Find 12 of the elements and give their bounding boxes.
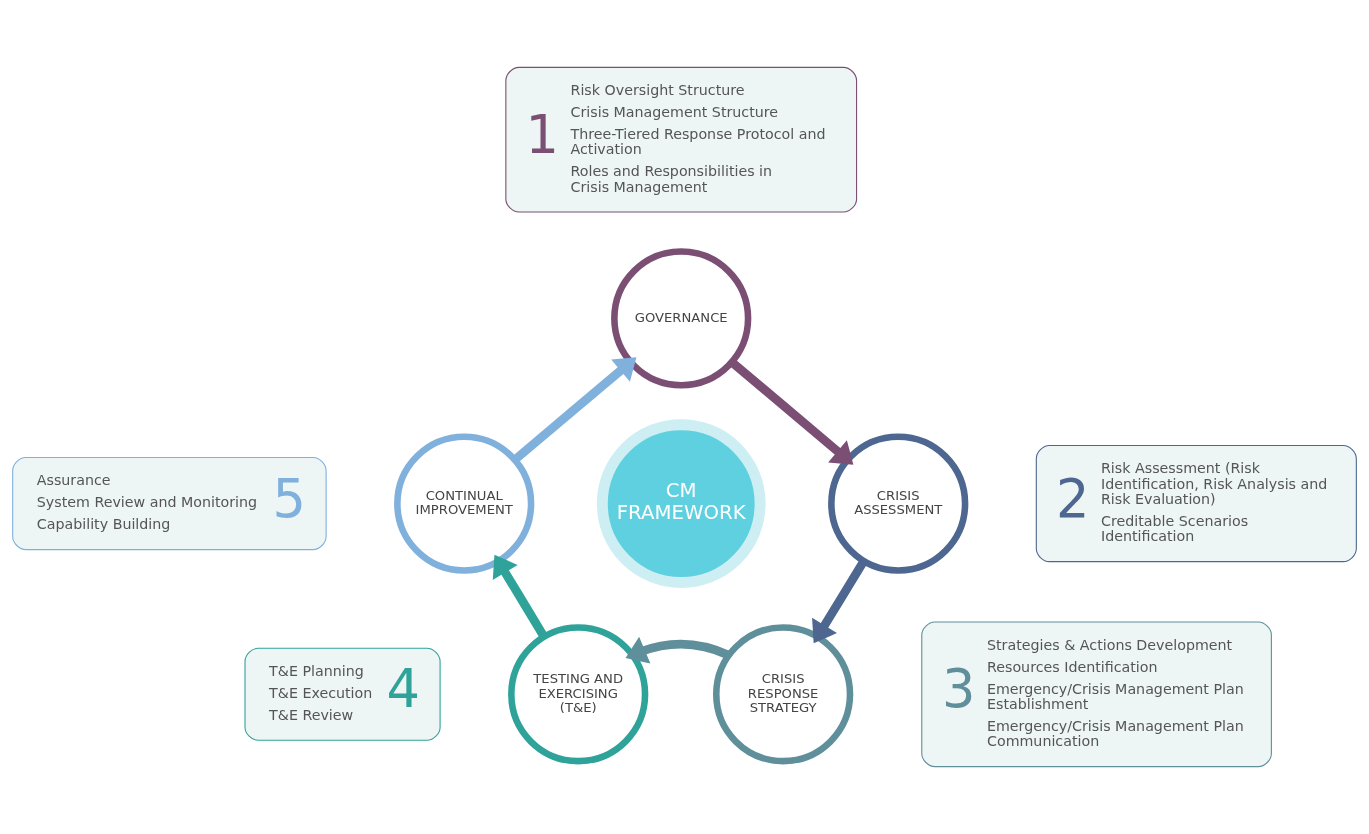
- node-circle: CRISIS RESPONSE STRATEGY: [713, 624, 854, 765]
- node-box: Assurance System Review and Monitoring Capability Building 5: [12, 457, 327, 551]
- arrow: [812, 558, 868, 644]
- node-box: 3 Strategies & Actions Development Resources Identification Emergency/Crisis Management Plan Establishment Emergency/Crisis Management Plan Communication: [921, 621, 1272, 768]
- node-box: T&E Planning T&E Execution T&E Review 4: [244, 647, 441, 741]
- node-box: 1 Risk Oversight Structure Crisis Management Structure Three-Tiered Response Protocol and Activation Roles and Responsibilities in Crisis Management: [505, 66, 858, 213]
- arrow: [625, 636, 731, 664]
- node-circle: CM FRAMEWORK: [596, 419, 766, 588]
- arrow: [492, 554, 548, 639]
- arrow: [512, 357, 637, 464]
- arrow: [729, 358, 854, 465]
- node-circle: CONTINUAL IMPROVEMENT: [394, 433, 535, 574]
